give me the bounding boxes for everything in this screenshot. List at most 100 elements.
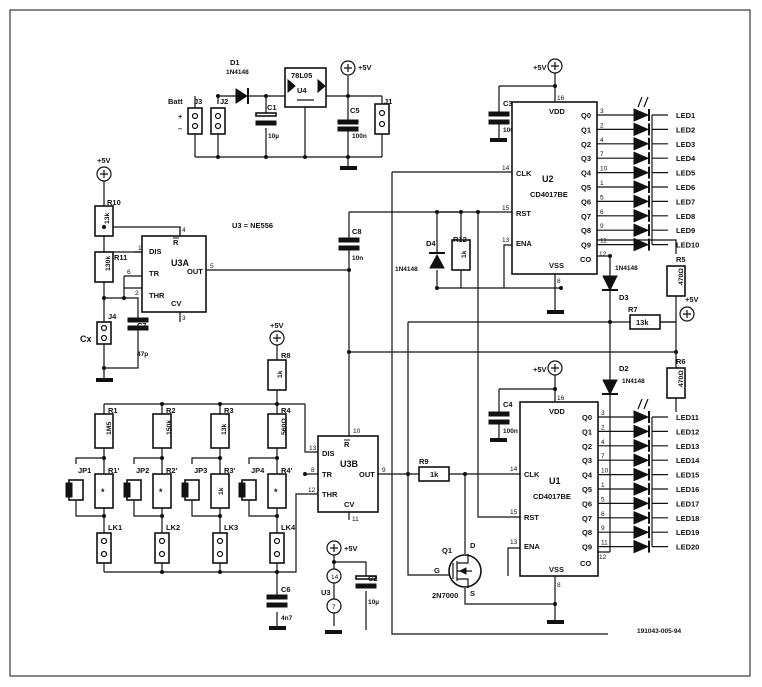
u2-pin-q8: 9 bbox=[600, 223, 604, 230]
u3b-label: U3B bbox=[340, 459, 359, 469]
c8-value: 10n bbox=[352, 255, 363, 262]
r1-label: R1 bbox=[108, 406, 118, 415]
batt-plus: + bbox=[178, 112, 183, 121]
u3b-thr: THR bbox=[322, 490, 338, 499]
c5-label: C5 bbox=[350, 106, 360, 115]
batt-minus: – bbox=[178, 124, 182, 133]
u2-led-label: LED5 bbox=[676, 169, 695, 178]
u1-vdd: VDD bbox=[549, 407, 565, 416]
u1-output-5: Q5 bbox=[582, 485, 592, 494]
pin-8: 8 bbox=[311, 467, 315, 474]
u2-led-label: LED9 bbox=[676, 226, 695, 235]
u1-output-2: Q2 bbox=[582, 442, 592, 451]
u3b-out: OUT bbox=[359, 470, 375, 479]
u4-label: U4 bbox=[297, 86, 307, 95]
u2-led-label: LED1 bbox=[676, 111, 695, 120]
r7-label: R7 bbox=[628, 305, 638, 314]
q1-source: S bbox=[470, 589, 475, 598]
u1-led-icon bbox=[633, 410, 650, 424]
u1-led-icon bbox=[633, 424, 650, 439]
lk1-label: LK1 bbox=[108, 523, 122, 532]
u1-light-arrows-icon bbox=[637, 398, 649, 410]
u1-led-icon bbox=[633, 525, 650, 539]
r10-label: R10 bbox=[107, 198, 121, 207]
u3a-out: OUT bbox=[187, 267, 203, 276]
u1-pin-16: 16 bbox=[557, 395, 565, 402]
u2-rst: RST bbox=[516, 209, 531, 218]
u2-led-label: LED3 bbox=[676, 140, 695, 149]
u1-co: CO bbox=[580, 559, 591, 568]
u1-pin-12: 12 bbox=[599, 554, 607, 561]
u1-pin-q4: 10 bbox=[601, 468, 609, 475]
jp1-label: JP1 bbox=[78, 466, 91, 475]
u4-part: 78L05 bbox=[291, 71, 312, 80]
u2-led-icon bbox=[633, 122, 650, 137]
c6-label: C6 bbox=[281, 585, 291, 594]
counter-u1: +5V C4 100n VDD VSS CLK RST ENA U1 CD401… bbox=[449, 210, 700, 624]
c2-label: C2 bbox=[368, 574, 378, 583]
pin-10: 10 bbox=[353, 428, 361, 435]
r12-label: R12 bbox=[453, 235, 467, 244]
u3-supply: +5V 14 U3 7 C2 10µ bbox=[321, 540, 379, 634]
r2p-label: R2' bbox=[166, 466, 178, 475]
d2-part: 1N4148 bbox=[622, 378, 645, 385]
u1-pin-q2: 4 bbox=[601, 439, 605, 446]
r9-q1-group: 1k R9 Q1 G D S 2N7000 bbox=[406, 322, 557, 606]
u1-led-icon bbox=[633, 467, 650, 482]
power-supply: D1 1N4148 78L05 U4 +5V Batt J3 + – J2 C1… bbox=[168, 58, 392, 170]
u3b-dis: DIS bbox=[322, 449, 335, 458]
border bbox=[9, 9, 751, 677]
u2-output-2: Q2 bbox=[581, 140, 591, 149]
u2-output-1: Q1 bbox=[581, 125, 591, 134]
u1-pin-15: 15 bbox=[510, 509, 518, 516]
u3-pin-7: 7 bbox=[332, 604, 336, 611]
r6-label: R6 bbox=[676, 357, 686, 366]
r8-label: R8 bbox=[281, 351, 291, 360]
u2-pin-q5: 1 bbox=[600, 180, 604, 187]
u1-led-label: LED13 bbox=[676, 442, 699, 451]
r2-label: R2 bbox=[166, 406, 176, 415]
u2-led-icon bbox=[633, 209, 650, 223]
u3b-5v-label: +5V bbox=[270, 321, 284, 330]
c7-value: 47p bbox=[137, 351, 148, 358]
r5-label: R5 bbox=[676, 255, 686, 264]
u2-led-label: LED10 bbox=[676, 241, 699, 250]
u3a-thr: THR bbox=[149, 291, 165, 300]
u2-output-9: Q9 bbox=[581, 241, 591, 250]
u1-output-7: Q7 bbox=[582, 514, 592, 523]
u3-pin-14: 14 bbox=[331, 574, 339, 581]
r7-5v-label: +5V bbox=[685, 295, 699, 304]
u1-pin-q6: 5 bbox=[601, 496, 605, 503]
u1-pin-q8: 9 bbox=[601, 525, 605, 532]
u2-pin-q0: 3 bbox=[600, 108, 604, 115]
c4-label: C4 bbox=[503, 400, 513, 409]
u2-led-label: LED7 bbox=[676, 197, 695, 206]
j3-label: J3 bbox=[194, 97, 202, 106]
r3-label: R3 bbox=[224, 406, 234, 415]
u2-5v-label: +5V bbox=[533, 63, 547, 72]
u1-led-label: LED20 bbox=[676, 543, 699, 552]
u2-led-icon bbox=[633, 180, 650, 194]
jp3-label: JP3 bbox=[194, 466, 207, 475]
u2-pin-14: 14 bbox=[502, 165, 510, 172]
u2-led-label: LED4 bbox=[676, 154, 696, 163]
u1-led-label: LED11 bbox=[676, 413, 699, 422]
u2-pin-q6: 5 bbox=[600, 194, 604, 201]
d3-label: D3 bbox=[619, 293, 629, 302]
pin-4: 4 bbox=[182, 227, 186, 234]
u3b-tr: TR bbox=[322, 470, 333, 479]
u2-ena: ENA bbox=[516, 239, 532, 248]
d3-part: 1N4148 bbox=[615, 265, 638, 272]
c4-value: 100n bbox=[503, 428, 518, 435]
c2-value: 10µ bbox=[368, 599, 379, 606]
q1-gate: G bbox=[434, 566, 440, 575]
reset-network: 1k R12 D4 1N4148 bbox=[391, 171, 608, 635]
u1-output-6: Q6 bbox=[582, 499, 592, 508]
u2-led-icon bbox=[633, 137, 650, 151]
cx-label: Cx bbox=[80, 334, 92, 344]
drawing-code: 191043-005-94 bbox=[637, 628, 681, 635]
c8-group: C8 10n bbox=[338, 211, 676, 430]
u2-co: CO bbox=[580, 255, 591, 264]
u3a-cv: CV bbox=[171, 299, 181, 308]
